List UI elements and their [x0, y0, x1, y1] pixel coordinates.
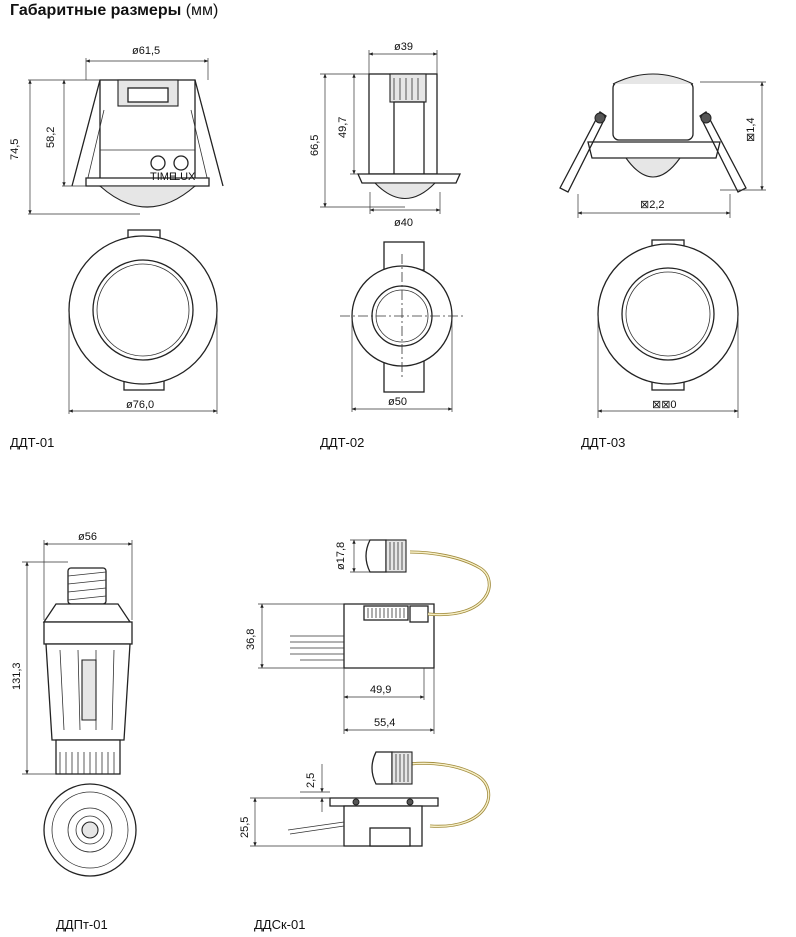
- lux-label: LUX: [174, 171, 196, 183]
- ddt03-caption: ДДТ-03: [581, 435, 625, 450]
- ddt02-bottom-diameter: ø50: [388, 396, 407, 408]
- page-title: Габаритные размеры (мм): [10, 2, 218, 20]
- ddt01-bottom-diameter: ø76,0: [126, 399, 154, 411]
- ddt01-side-view: TIME LUX ø61,5 74,5 58,2: [9, 45, 224, 215]
- ddt03-width: ⊠2,2: [640, 199, 665, 211]
- ddt02-caption: ДДТ-02: [320, 435, 364, 450]
- ddpt01-side-view: ø56 131,3: [11, 531, 133, 775]
- time-knob-icon: [150, 155, 166, 171]
- ddt03-bottom-diameter: ⊠⊠0: [652, 399, 677, 411]
- ddt02-top-diameter: ø39: [394, 41, 413, 53]
- ddsk01-caption: ДДСк-01: [254, 917, 305, 932]
- ddt01-top-view: ø76,0: [68, 229, 218, 414]
- time-label: TIME: [150, 171, 176, 183]
- ddsk01-side-view: 2,5 25,5: [239, 751, 491, 847]
- ddsk01-outer-width: 55,4: [374, 717, 395, 729]
- ddsk01-height: 36,8: [245, 629, 257, 650]
- title-bold: Габаритные размеры: [10, 2, 182, 19]
- ddt01-height-total: 74,5: [9, 139, 21, 160]
- ddt03-side-view: ⊠1,4 ⊠2,2: [559, 73, 766, 218]
- lux-knob-icon: [173, 155, 189, 171]
- ddsk01-top-view: ø17,8 36,8 49,9 55,4: [245, 539, 491, 734]
- ddt02-lens-diameter: ø40: [394, 217, 413, 229]
- ddpt01-caption: ДДПт-01: [56, 917, 108, 932]
- ddt02-height-total: 66,5: [309, 135, 321, 156]
- ddt01-top-diameter: ø61,5: [132, 45, 160, 57]
- ddsk01-gap: 2,5: [305, 773, 317, 788]
- ddsk01-sensor-diameter: ø17,8: [335, 542, 347, 570]
- ddt03-height: ⊠1,4: [745, 117, 757, 142]
- ddt01-caption: ДДТ-01: [10, 435, 54, 450]
- ddt02-height-body: 49,7: [337, 117, 349, 138]
- ddt02-top-view: ø50: [340, 241, 464, 412]
- ddt03-top-view: ⊠⊠0: [597, 239, 739, 418]
- ddsk01-inner-width: 49,9: [370, 684, 391, 696]
- ddpt01-top-view: [43, 783, 137, 877]
- ddt01-height-body: 58,2: [45, 127, 57, 148]
- ddsk01-thickness: 25,5: [239, 817, 251, 838]
- title-units: (мм): [185, 2, 219, 19]
- ddpt01-height: 131,3: [11, 662, 23, 690]
- ddt02-side-view: ø39 66,5 49,7 ø40: [309, 41, 462, 229]
- ddpt01-diameter: ø56: [78, 531, 97, 543]
